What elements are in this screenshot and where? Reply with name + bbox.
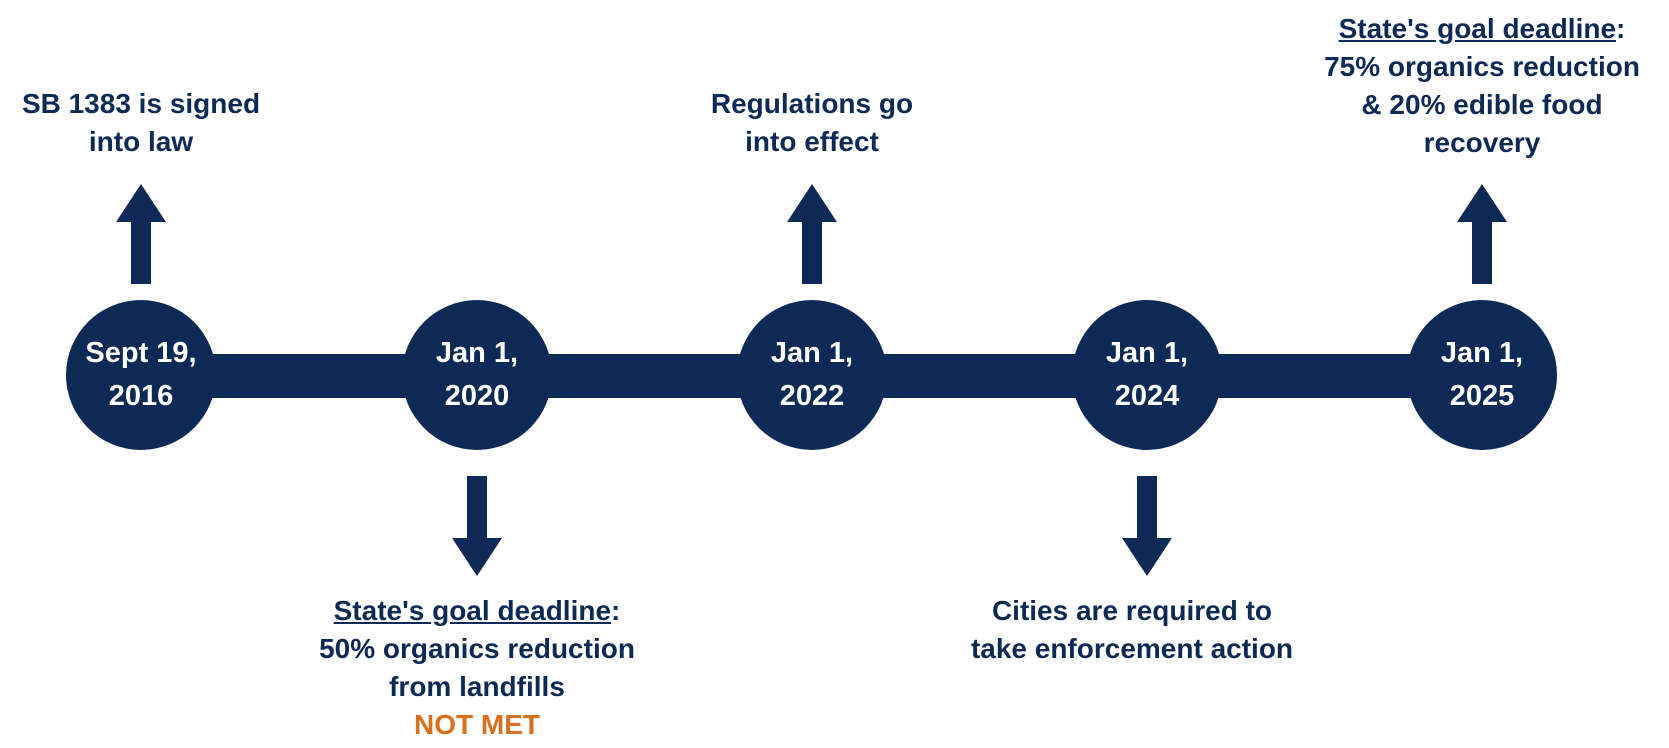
milestone-date-line2: 2016 xyxy=(108,380,174,412)
event-line: 75% organics reduction xyxy=(1324,51,1640,82)
event-line: recovery xyxy=(1423,127,1541,158)
arrow-up-icon xyxy=(1457,184,1507,284)
event-deadline-2025-label: State's goal deadline: 75% organics redu… xyxy=(1297,10,1667,162)
arrow-down-icon xyxy=(452,476,502,576)
deadline-heading-line: State's goal deadline: xyxy=(302,592,652,630)
deadline-heading: State's goal deadline xyxy=(1338,13,1617,44)
milestone-2020: Jan 1, 2020 xyxy=(402,300,552,450)
event-line: SB 1383 is signed xyxy=(21,88,261,119)
arrow-up-icon xyxy=(787,184,837,284)
milestone-2022: Jan 1, 2022 xyxy=(737,300,887,450)
arrow-up-icon xyxy=(116,184,166,284)
milestone-date-line1: Jan 1, xyxy=(1105,337,1189,369)
event-line: & 20% edible food xyxy=(1361,89,1603,120)
event-signed-label: SB 1383 is signed into law xyxy=(11,85,271,161)
event-deadline-2020-label: State's goal deadline: 50% organics redu… xyxy=(302,592,652,744)
event-line: take enforcement action xyxy=(970,633,1294,664)
milestone-2025: Jan 1, 2025 xyxy=(1407,300,1557,450)
milestone-date-line2: 2022 xyxy=(779,380,845,412)
deadline-colon: : xyxy=(1616,13,1626,44)
milestone-date-line2: 2024 xyxy=(1114,380,1180,412)
status-not-met: NOT MET xyxy=(414,709,540,740)
milestone-date-line2: 2025 xyxy=(1449,380,1515,412)
arrow-down-icon xyxy=(1122,476,1172,576)
event-line: into effect xyxy=(745,126,879,157)
milestone-date-line1: Jan 1, xyxy=(1440,337,1524,369)
milestone-date-line2: 2020 xyxy=(444,380,510,412)
milestone-2016: Sept 19, 2016 xyxy=(66,300,216,450)
milestone-date-line1: Sept 19, xyxy=(85,337,197,369)
event-line: Cities are required to xyxy=(991,595,1273,626)
event-line: into law xyxy=(88,126,194,157)
event-regulations-label: Regulations go into effect xyxy=(682,85,942,161)
deadline-heading-line: State's goal deadline: xyxy=(1297,10,1667,48)
milestone-date-line1: Jan 1, xyxy=(435,337,519,369)
milestone-2024: Jan 1, 2024 xyxy=(1072,300,1222,450)
event-line: Regulations go xyxy=(710,88,914,119)
event-line: from landfills xyxy=(389,671,565,702)
event-line: 50% organics reduction xyxy=(319,633,635,664)
deadline-heading: State's goal deadline xyxy=(333,595,612,626)
milestone-date-line1: Jan 1, xyxy=(770,337,854,369)
deadline-colon: : xyxy=(611,595,621,626)
event-enforcement-label: Cities are required to take enforcement … xyxy=(952,592,1312,668)
